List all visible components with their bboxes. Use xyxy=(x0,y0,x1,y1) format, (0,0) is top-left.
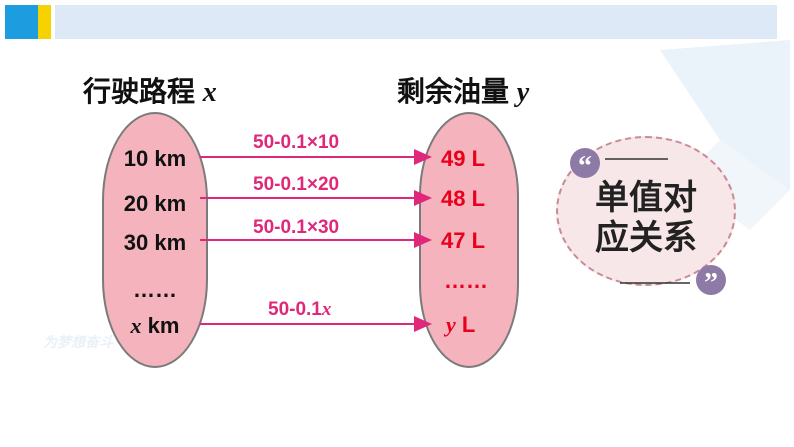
watermark: 为梦想奋斗 xyxy=(43,334,113,350)
left-item-4: …… xyxy=(133,277,177,302)
left-item-x: x km xyxy=(130,313,180,338)
blue-square xyxy=(5,5,39,39)
bubble-lines xyxy=(605,158,690,284)
right-item-1: 49 L xyxy=(441,146,486,171)
bubble-line-2: 应关系 xyxy=(595,219,697,257)
formula-1: 50-0.1×10 xyxy=(253,132,340,153)
formula-3: 50-0.1×30 xyxy=(253,217,340,238)
left-item-1: 10 km xyxy=(123,146,187,171)
quote-open-icon: “ xyxy=(570,148,600,182)
title-strip xyxy=(55,5,777,39)
right-item-2: 48 L xyxy=(441,186,486,211)
bubble-line-1: 单值对 xyxy=(595,179,697,217)
left-item-2: 20 km xyxy=(123,191,187,216)
left-heading: 行驶路程 x xyxy=(83,76,217,108)
top-bar xyxy=(0,0,794,44)
right-heading: 剩余油量 y xyxy=(397,76,530,108)
right-item-4: …… xyxy=(444,268,488,293)
bubble-text: 单值对 应关系 xyxy=(572,178,720,258)
formula-x: 50-0.1x xyxy=(268,299,332,320)
right-item-3: 47 L xyxy=(441,228,486,253)
left-item-3: 30 km xyxy=(123,230,187,255)
yellow-square xyxy=(38,5,51,39)
formula-2: 50-0.1×20 xyxy=(253,174,340,195)
right-item-y: y L xyxy=(446,312,476,337)
quote-close-icon: ” xyxy=(696,265,726,299)
